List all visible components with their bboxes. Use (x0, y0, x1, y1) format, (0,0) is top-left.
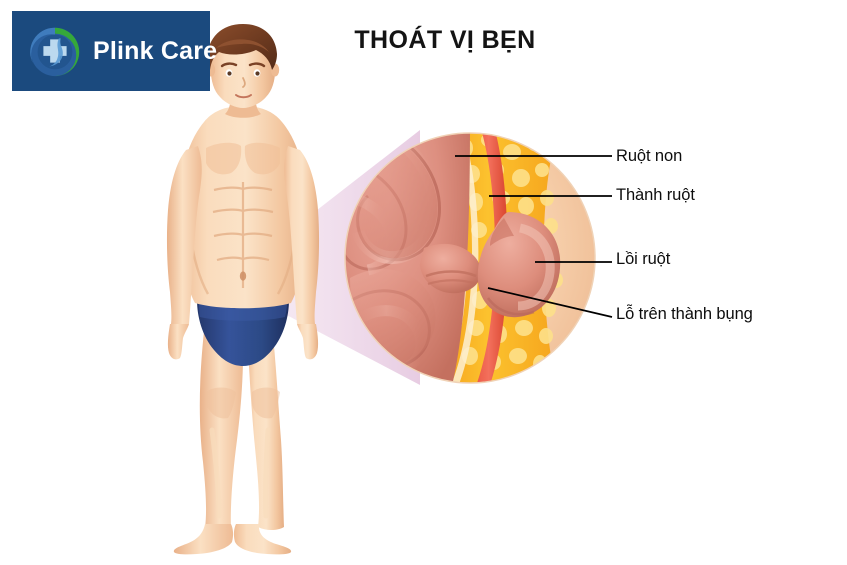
leader-line-3 (487, 287, 613, 318)
leader-lines (455, 155, 613, 318)
brand-name: Plink Care (93, 36, 218, 65)
label-intestine-bulge: Lồi ruột (616, 250, 671, 268)
label-abdominal-wall-hole: Lỗ trên thành bụng (616, 305, 753, 323)
medical-cross-swoosh-icon (30, 27, 80, 77)
label-small-intestine: Ruột non (616, 147, 683, 165)
brand-logo-badge[interactable]: Plink Care (12, 11, 217, 91)
label-intestinal-wall: Thành ruột (616, 186, 695, 204)
page-title: THOÁT VỊ BẸN (354, 26, 536, 54)
male-body-figure (166, 24, 320, 555)
